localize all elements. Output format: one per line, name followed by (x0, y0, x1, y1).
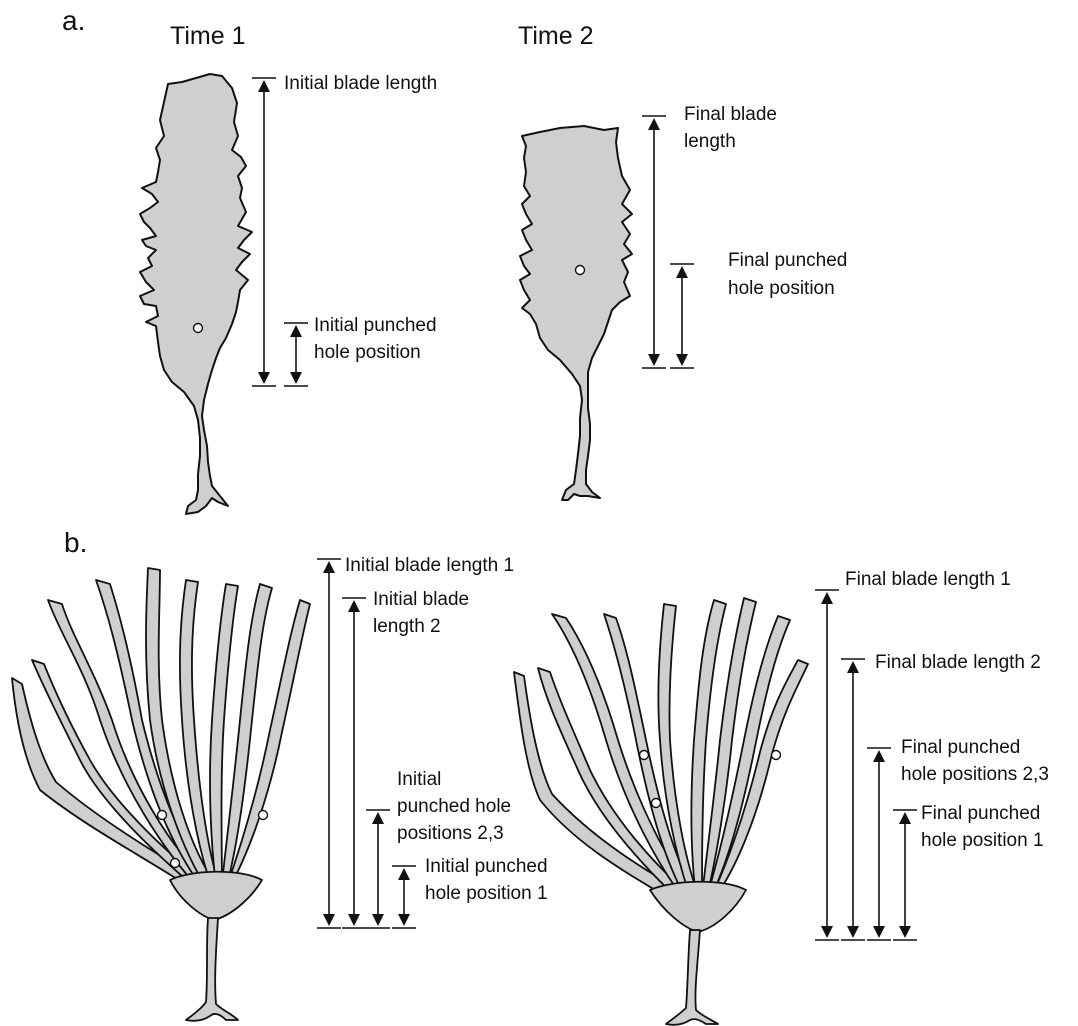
initial-blade-length-label: Initial blade length (284, 73, 437, 94)
frond-holdfast-base (650, 882, 746, 932)
initial-punched-hole-position-label-line-2: hole position (314, 342, 421, 363)
final-blade-length-1-label: Final blade length 1 (845, 569, 1011, 590)
frond-holdfast-base (170, 872, 262, 920)
panel-b-label: b. (64, 527, 87, 558)
final-blade-length-2-label: Final blade length 2 (875, 652, 1041, 673)
frond (222, 600, 310, 900)
initial-punched-hole-position-1-bar (392, 866, 416, 928)
time-2-title: Time 2 (518, 22, 593, 50)
time-2-kelp (520, 126, 632, 500)
initial-punched-hole-position-label-line-1: Initial punched (314, 315, 437, 336)
initial-punched-hole-positions-23-bar (366, 810, 390, 928)
initial-punched-hole-2 (158, 811, 167, 820)
final-punched-hole-positions-23-label-line-2: hole positions 2,3 (901, 764, 1049, 785)
initial-punched-hole-3 (259, 811, 268, 820)
final-punched-hole-position-bar (670, 264, 694, 368)
final-punched-hole-position-label-line-1: Final punched (728, 250, 847, 271)
time-1-punched-hole (194, 324, 203, 333)
initial-blade-length-2-label-line-1: Initial blade (373, 589, 469, 610)
initial-blade-length-2-bar (342, 598, 366, 928)
stipe (666, 930, 718, 1025)
panel-a-label: a. (62, 5, 85, 36)
stipe (186, 918, 238, 1021)
final-blade-length-label-line-1: Final blade (684, 104, 777, 125)
final-blade-length-1-bar (815, 590, 839, 940)
final-punched-hole-position-1-label-line-2: hole position 1 (921, 830, 1044, 851)
final-punched-hole-positions-23-bar (867, 748, 891, 940)
initial-blade-length-bar (252, 78, 276, 386)
final-blade-length-2-bar (841, 659, 865, 940)
time-2-blade (520, 126, 632, 500)
initial-punched-hole-position-1-label-line-1: Initial punched (425, 856, 548, 877)
initial-punched-hole-position-bar (284, 323, 308, 386)
final-punched-hole-3 (772, 751, 781, 760)
initial-blade-length-2-label-line-2: length 2 (373, 616, 441, 637)
time-1-title: Time 1 (170, 22, 245, 50)
initial-punched-hole-1 (171, 859, 180, 868)
initial-blade-length-1-bar (317, 559, 341, 928)
final-punched-hole-positions-23-label-line-1: Final punched (901, 737, 1020, 758)
final-punched-hole-position-label-line-2: hole position (728, 278, 835, 299)
final-multi-blade-kelp (514, 598, 808, 1025)
time-1-blade (140, 74, 252, 514)
final-blade-length-bar (642, 116, 666, 368)
initial-punched-hole-positions-23-label-line-3: positions 2,3 (397, 823, 504, 844)
time-1-kelp (140, 74, 252, 514)
initial-punched-hole-positions-23-label-line-2: punched hole (397, 796, 511, 817)
final-punched-hole-1 (652, 799, 661, 808)
initial-blade-length-1-label: Initial blade length 1 (345, 555, 514, 576)
final-punched-hole-2 (640, 751, 649, 760)
final-punched-hole-position-1-label-line-1: Final punched (921, 803, 1040, 824)
initial-punched-hole-positions-23-label-line-1: Initial (397, 769, 441, 790)
final-punched-hole-position-1-bar (893, 810, 917, 940)
final-blade-length-label-line-2: length (684, 131, 736, 152)
initial-multi-blade-kelp (12, 568, 310, 1021)
initial-punched-hole-position-1-label-line-2: hole position 1 (425, 883, 548, 904)
time-2-punched-hole (576, 266, 585, 275)
